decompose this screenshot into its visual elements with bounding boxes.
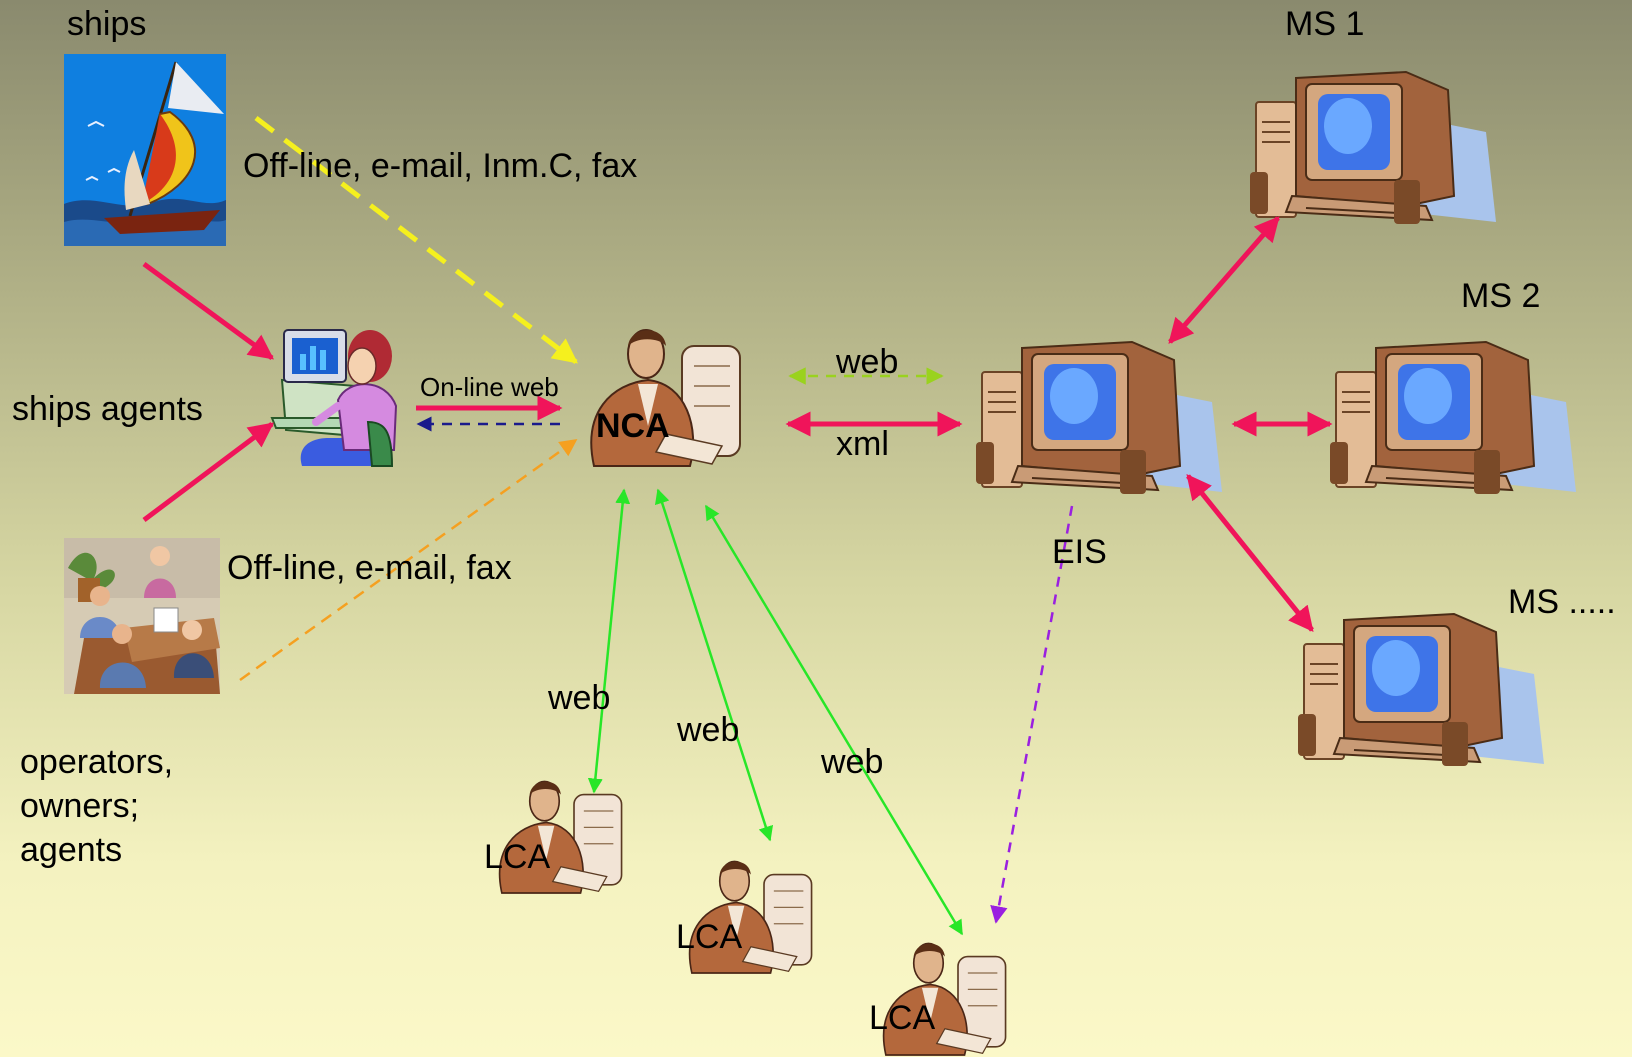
ships-label: ships [67, 5, 147, 43]
nca-lca1-arrow [587, 488, 631, 794]
xml-label: xml [836, 425, 889, 463]
ms1-label: MS 1 [1285, 5, 1365, 43]
eis-ms-more-arrow [1186, 474, 1314, 632]
operators-line-1: operators, [20, 743, 174, 781]
lca3-label: LCA [869, 999, 936, 1037]
operators-line-2: owners; [20, 787, 140, 825]
nca-lca3-arrow [704, 504, 964, 936]
business-meeting-clipart [64, 538, 220, 694]
operators-offline-label: Off-line, e-mail, fax [227, 549, 512, 587]
ships-offline-label: Off-line, e-mail, Inm.C, fax [243, 147, 638, 185]
ships-agents-label: ships agents [12, 390, 203, 428]
sailboat-clipart [64, 54, 226, 246]
nca-eis-web-label: web [836, 343, 899, 381]
ms2-computer-icon [1329, 341, 1577, 495]
ms2-label: MS 2 [1461, 277, 1541, 315]
operators-line-3: agents [20, 831, 123, 869]
ms-more-computer-icon [1297, 613, 1545, 767]
woman-at-computer-clipart [270, 329, 398, 467]
on-line-web-label: On-line web [420, 372, 559, 402]
lca1-web-label: web [548, 679, 611, 717]
lca2-label: LCA [676, 918, 743, 956]
ms-more-label: MS ..... [1508, 583, 1616, 621]
operators-to-agents-arrow [142, 422, 274, 522]
eis-ms1-arrow [1168, 216, 1280, 344]
operators-offline-arrow [239, 438, 578, 682]
ships-to-agents-arrow [142, 261, 275, 361]
operators-label: operators, owners; agents [20, 740, 260, 872]
eis-label: EIS [1052, 533, 1107, 571]
eis-computer-icon [975, 341, 1223, 495]
lca1-label: LCA [484, 838, 551, 876]
nca-label: NCA [596, 407, 670, 445]
ships-offline-arrow [254, 116, 578, 364]
lca3-web-label: web [821, 743, 884, 781]
ms1-computer-icon [1249, 71, 1497, 225]
nca-lca2-arrow [654, 488, 774, 842]
lca2-web-label: web [677, 711, 740, 749]
